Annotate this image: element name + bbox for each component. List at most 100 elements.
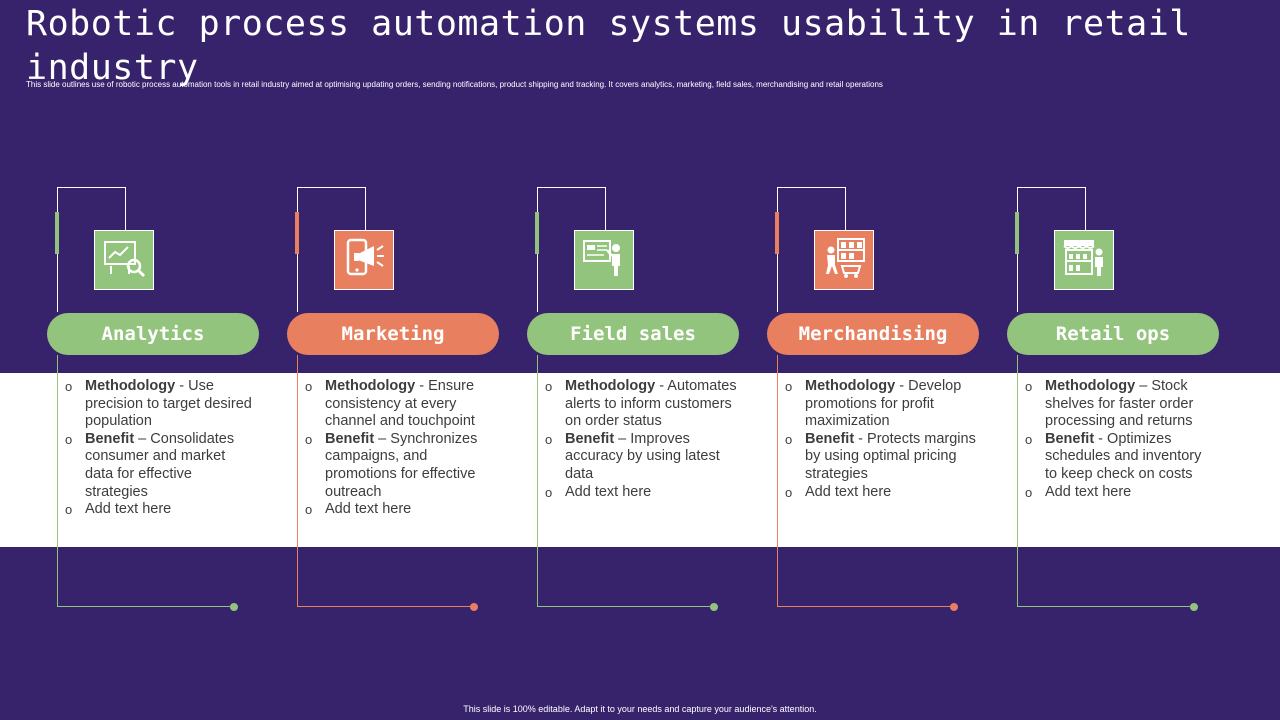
category-pill: Marketing: [287, 313, 499, 355]
connector-line: [365, 187, 366, 230]
timeline-end-dot: [1190, 603, 1198, 611]
accent-marker: [775, 212, 779, 254]
icon-tile: [814, 230, 874, 290]
connector-line: [57, 187, 125, 188]
connector-line: [605, 187, 606, 230]
list-item: o Methodology - Develop promotions for pr…: [785, 378, 977, 431]
icon-tile: [1054, 230, 1114, 290]
bullet-circle-icon: o: [785, 379, 793, 394]
bullet-circle-icon: o: [545, 484, 553, 500]
icon-tile: [334, 230, 394, 290]
point-text: - Optimizes schedules and inventory to k…: [1045, 430, 1202, 482]
category-label: Analytics: [101, 323, 205, 345]
point-heading: Methodology: [85, 378, 176, 394]
point-heading: Methodology: [805, 378, 896, 394]
connector-line: [1085, 187, 1086, 230]
point-text: - Ensure consistency at every channel an…: [325, 378, 475, 430]
point-text: - Use precision to target desired popula…: [85, 378, 252, 430]
timeline-line: [1017, 355, 1018, 607]
shopping-cart-shelf-icon: [822, 236, 866, 285]
category-label: Field sales: [570, 323, 696, 345]
bullet-circle-icon: o: [785, 484, 793, 500]
slide-subtitle: This slide outlines use of robotic proce…: [26, 80, 883, 89]
point-text: – Improves accuracy by using latest data: [565, 430, 720, 482]
point-text: Add text here: [565, 483, 652, 500]
category-pill: Merchandising: [767, 313, 979, 355]
connector-line: [297, 187, 365, 188]
timeline-line: [1017, 606, 1194, 607]
timeline-line: [537, 606, 714, 607]
bullet-circle-icon: o: [305, 431, 313, 447]
point-text: Add text here: [325, 501, 412, 518]
presentation-person-icon: [582, 236, 626, 285]
analytics-chart-icon: [102, 236, 146, 285]
list-item: o Methodology - Use precision to target d…: [65, 378, 257, 431]
points-list: o Methodology - Automates alerts to infor…: [545, 378, 737, 501]
list-item: o Add text here: [785, 484, 977, 502]
points-list: o Methodology - Use precision to target d…: [65, 378, 257, 519]
point-text: Add text here: [805, 483, 892, 500]
accent-marker: [295, 212, 299, 254]
content-band: [0, 373, 1280, 547]
timeline-line: [57, 606, 234, 607]
connector-line: [1017, 187, 1085, 188]
timeline-line: [777, 606, 954, 607]
slide-title: Robotic process automation systems usabi…: [26, 4, 1191, 88]
icon-tile: [94, 230, 154, 290]
category-pill: Retail ops: [1007, 313, 1219, 355]
footer-note: This slide is 100% editable. Adapt it to…: [463, 704, 817, 714]
icon-tile: [574, 230, 634, 290]
timeline-line: [57, 355, 58, 607]
list-item: o Benefit – Consolidates consumer and mar…: [65, 431, 257, 501]
list-item: o Add text here: [1025, 484, 1217, 502]
column-analytics: Analytics o Methodology - Use precision to…: [47, 0, 297, 720]
bullet-circle-icon: o: [65, 379, 73, 394]
store-shelf-person-icon: [1062, 236, 1106, 285]
point-text: – Synchronizes campaigns, and promotions…: [325, 430, 478, 500]
connector-line: [537, 187, 605, 188]
bullet-circle-icon: o: [785, 431, 793, 447]
point-text: Add text here: [1045, 483, 1132, 500]
bullet-circle-icon: o: [1025, 484, 1033, 500]
column-field-sales: Field sales o Methodology - Automates aler…: [527, 0, 777, 720]
point-text: - Develop promotions for profit maximiza…: [805, 378, 962, 430]
bullet-circle-icon: o: [545, 431, 553, 447]
connector-line: [845, 187, 846, 230]
timeline-line: [537, 355, 538, 607]
timeline-line: [777, 355, 778, 607]
timeline-end-dot: [230, 603, 238, 611]
category-label: Marketing: [341, 323, 445, 345]
list-item: o Add text here: [545, 484, 737, 502]
point-text: – Stock shelves for faster order process…: [1045, 378, 1194, 430]
point-heading: Benefit: [1045, 430, 1095, 447]
bullet-circle-icon: o: [305, 379, 313, 394]
timeline-end-dot: [950, 603, 958, 611]
point-text: – Consolidates consumer and market data …: [85, 430, 235, 500]
bullet-circle-icon: o: [65, 431, 73, 447]
connector-line: [777, 187, 845, 188]
point-text: - Automates alerts to inform customers o…: [565, 378, 737, 430]
bullet-circle-icon: o: [305, 502, 313, 518]
list-item: o Add text here: [305, 501, 497, 519]
point-heading: Benefit: [85, 430, 135, 447]
point-text: Add text here: [85, 501, 172, 518]
point-heading: Methodology: [565, 378, 656, 394]
accent-marker: [55, 212, 59, 254]
bullet-circle-icon: o: [1025, 379, 1033, 394]
category-pill: Analytics: [47, 313, 259, 355]
category-label: Retail ops: [1055, 323, 1171, 345]
megaphone-phone-icon: [342, 236, 386, 285]
column-merchandising: Merchandising o Methodology - Develop prom…: [767, 0, 1017, 720]
accent-marker: [1015, 212, 1019, 254]
accent-marker: [535, 212, 539, 254]
